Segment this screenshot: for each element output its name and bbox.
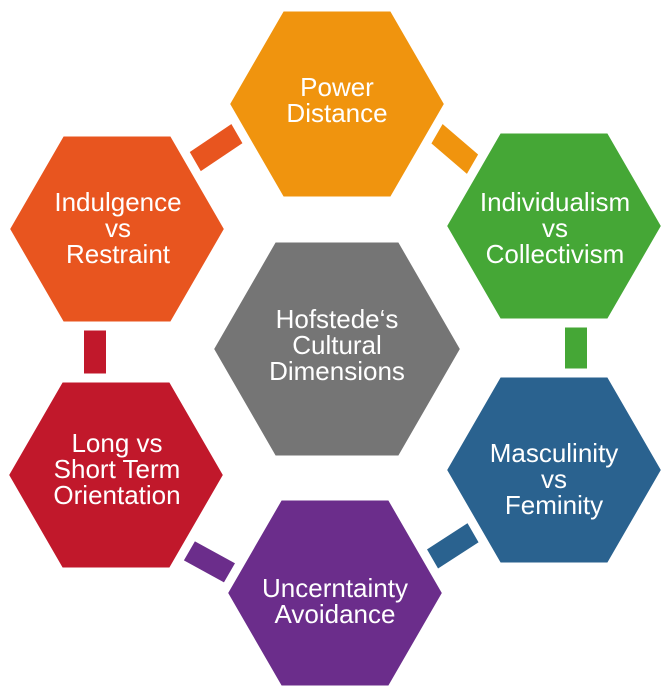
hexagon-label-line: vs [541,464,567,494]
diagram-title-line: Hofstede‘s [276,304,399,334]
hexagon-uncertainty-avoidance: Uncerntainty Avoidance [218,491,452,693]
hexagon-individualism-vs-collectivism: Individualism vs Collectivism [437,124,671,328]
hexagon-label-line: Masculinity [490,438,619,468]
hexagon-shape [220,2,454,206]
hexagon-label-line: Uncerntainty [262,573,408,603]
hexagon-label-line: Collectivism [486,239,625,269]
hexagon-label-line: Individualism [480,187,630,217]
hexagon-label-line: vs [542,213,568,243]
hexagon-label-line: Feminity [505,490,603,520]
hexagon-label-line: Avoidance [275,599,396,629]
diagram-title-line: Cultural [292,330,382,360]
hexagon-label-line: Power [300,72,374,102]
hexagon-shape [0,127,234,331]
hexagon-label-line: Restraint [66,239,171,269]
hexagon-indulgence-vs-restraint: Indulgence vs Restraint [0,127,234,331]
hexagon-label-line: Indulgence [54,187,181,217]
hexagon-label-line: Long vs [71,428,162,458]
hexagon-shape [437,368,671,572]
hexagon-long-vs-short-term-orientation: Long vs Short Term Orientation [0,373,233,577]
hexagon-center-title: Hofstede‘s Cultural Dimensions [204,233,470,465]
diagram-title-line: Dimensions [269,356,405,386]
hexagon-shape [204,233,470,465]
hexagon-label-line: Short Term [54,454,181,484]
hexagon-label-line: vs [105,213,131,243]
hexagon-label-line: Distance [286,98,387,128]
hexagon-shape [0,373,233,577]
hexagon-shape [218,491,452,693]
hexagon-label-line: Orientation [53,480,180,510]
hexagon-shape [437,124,671,328]
hexagon-power-distance: Power Distance [220,2,454,206]
hexagon-masculinity-vs-feminity: Masculinity vs Feminity [437,368,671,572]
